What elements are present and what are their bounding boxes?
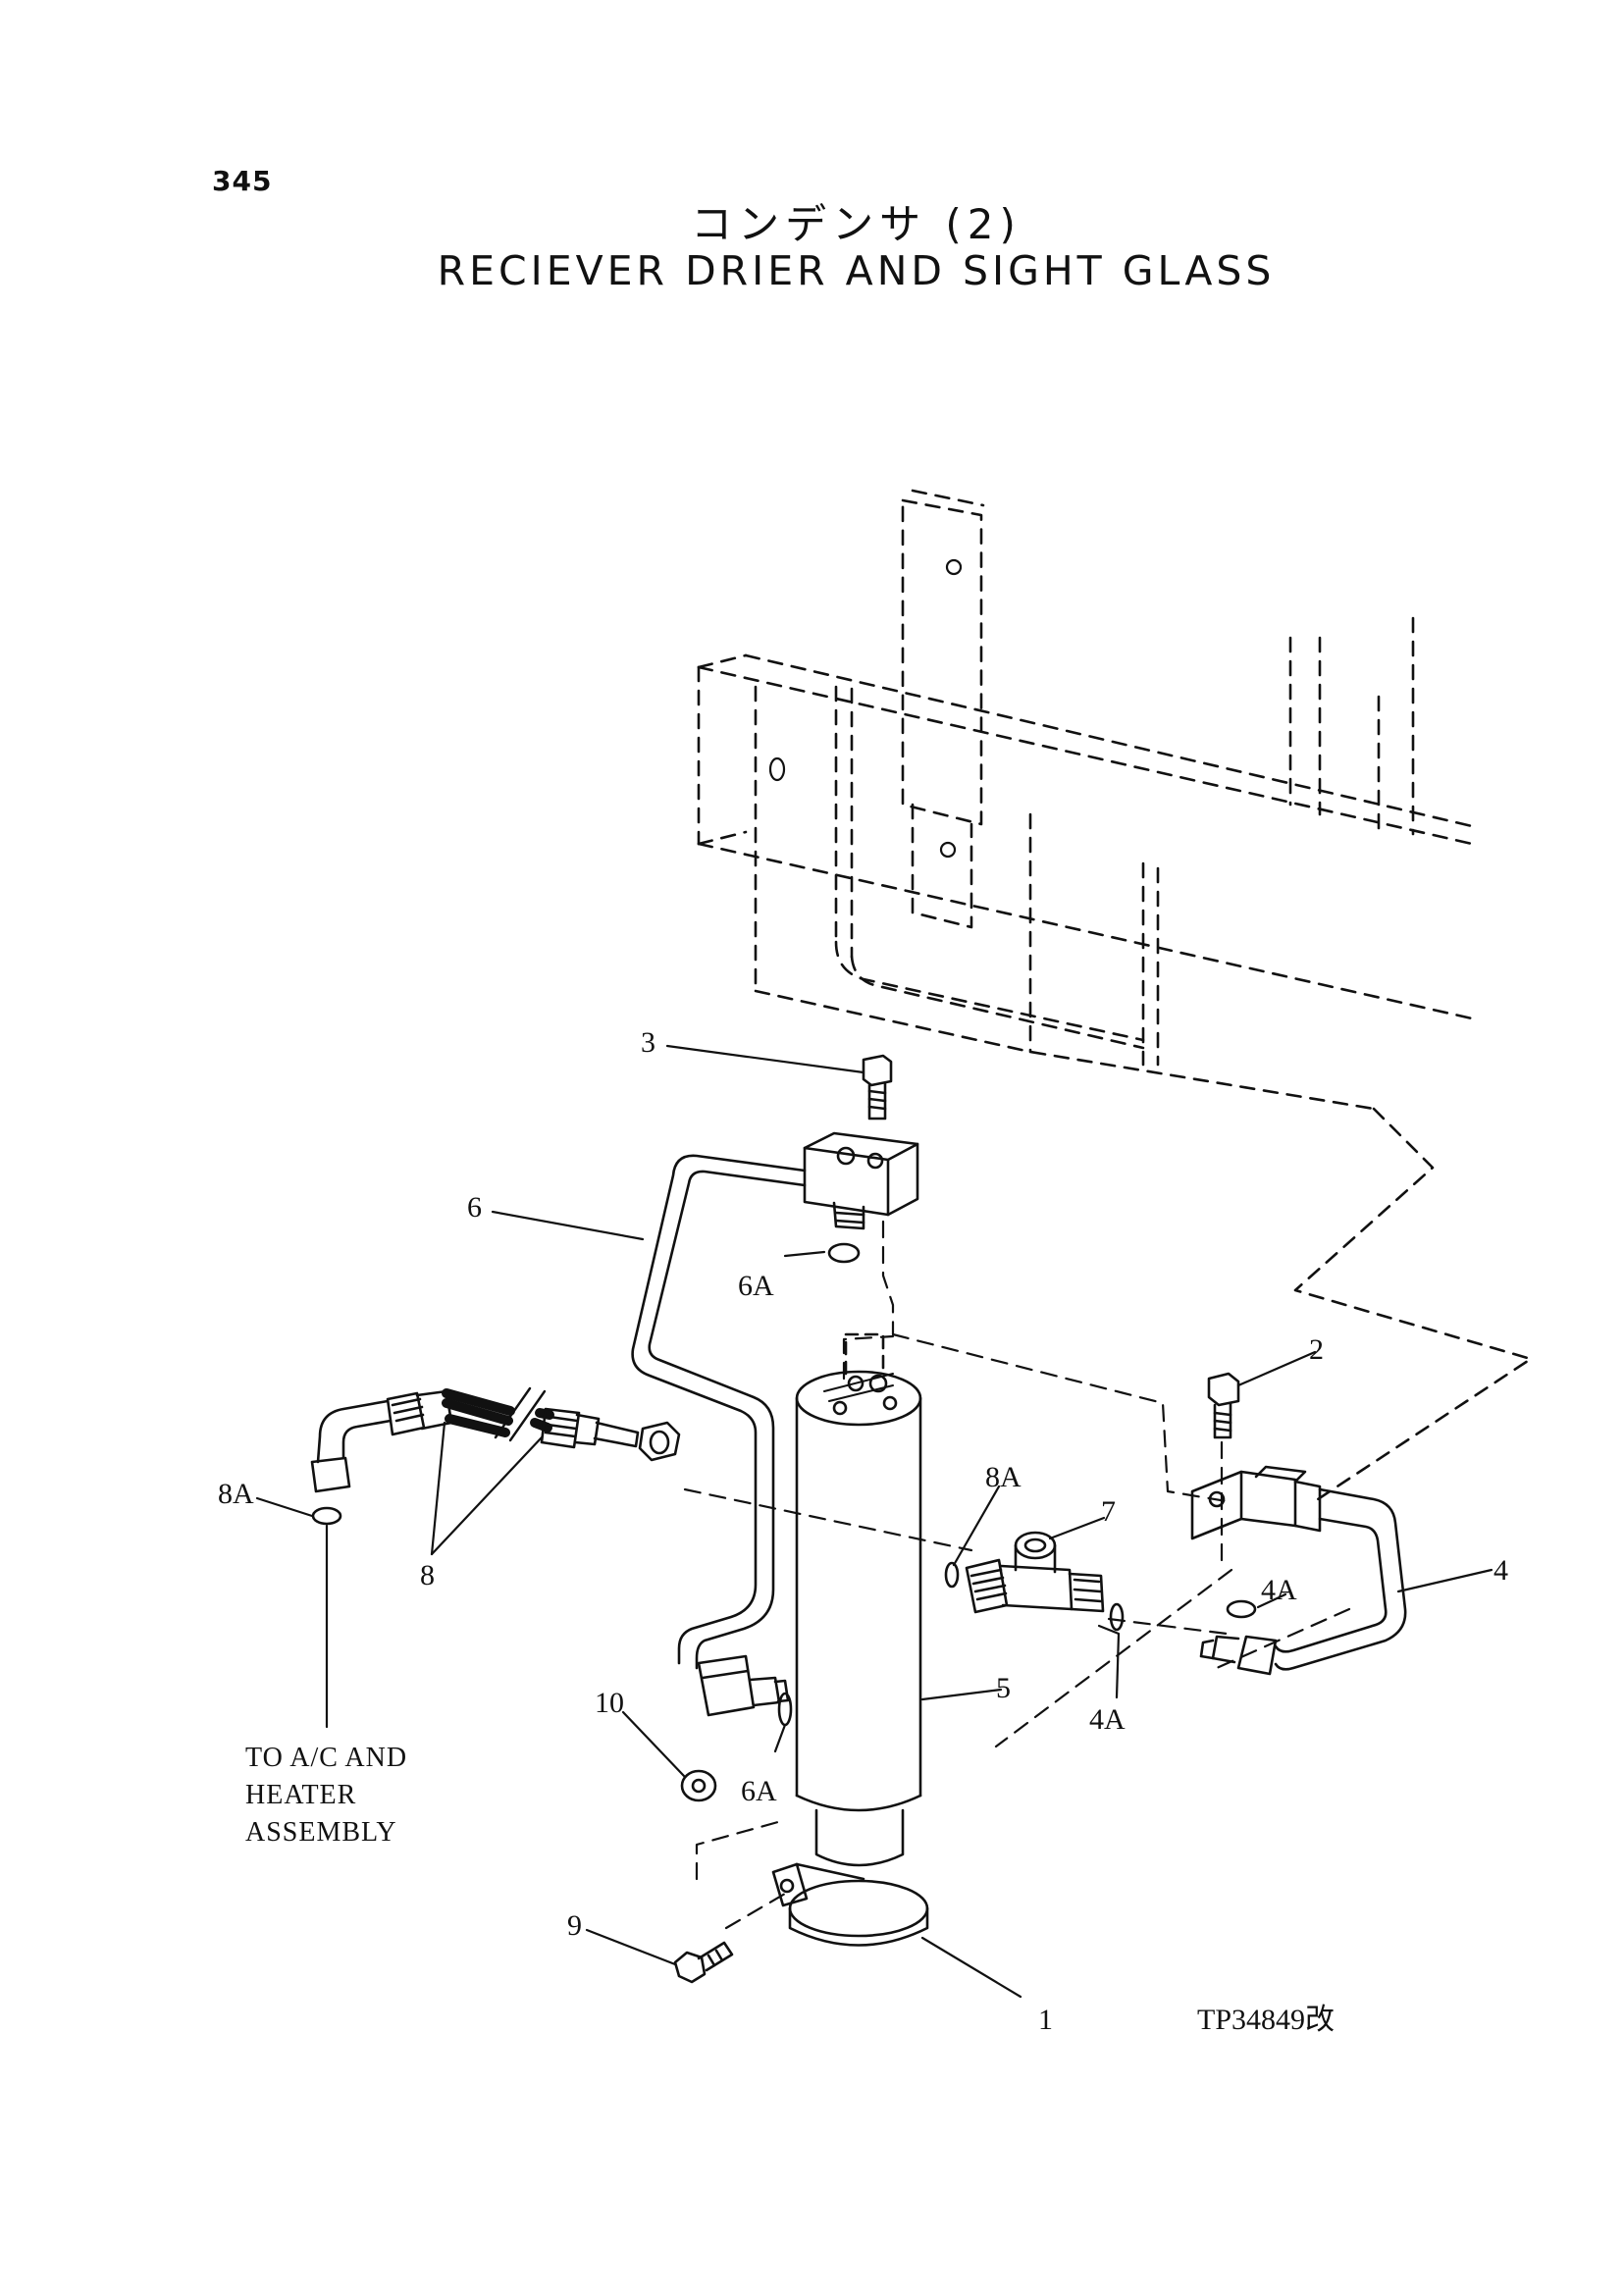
callout-5: 5 [996, 1672, 1011, 1704]
callout-8a-mid: 8A [985, 1461, 1022, 1493]
bolt-2 [1207, 1372, 1240, 1439]
callout-8: 8 [420, 1559, 435, 1591]
callout-7: 7 [1101, 1495, 1116, 1528]
pipe-4 [1190, 1465, 1407, 1676]
callout-10: 10 [595, 1687, 624, 1719]
washer-10 [680, 1769, 717, 1802]
callout-leaders [255, 1044, 1493, 1999]
callout-4: 4 [1493, 1554, 1508, 1587]
callout-3: 3 [641, 1026, 655, 1059]
bolt-9 [673, 1941, 734, 1984]
hose-8 [310, 1386, 681, 1493]
sight-glass-7 [965, 1531, 1105, 1614]
note-line-2: HEATER [245, 1780, 356, 1810]
top-block-fitting [803, 1131, 919, 1230]
clamp-1 [771, 1862, 929, 1947]
receiver-drier-5 [795, 1332, 922, 1867]
callout-6a-bottom: 6A [741, 1775, 777, 1807]
o-ring-4a-top [1226, 1599, 1257, 1619]
o-ring-4a-bottom [1109, 1602, 1125, 1632]
bolt-3 [862, 1054, 893, 1121]
assembly-lines [683, 1220, 1351, 1930]
frame-holes [768, 558, 963, 859]
callout-4a-top: 4A [1261, 1574, 1297, 1606]
callout-9: 9 [567, 1909, 582, 1942]
drawing-id: TP34849改 [1197, 2004, 1335, 2036]
callout-6: 6 [467, 1191, 482, 1224]
pipe-6-lower-fitting [697, 1654, 790, 1717]
page-title-english: RECIEVER DRIER AND SIGHT GLASS [437, 247, 1276, 294]
callout-1: 1 [1038, 2004, 1053, 2036]
callout-4a-bottom: 4A [1089, 1703, 1126, 1736]
o-ring-8a-mid [944, 1561, 960, 1589]
note-line-3: ASSEMBLY [245, 1817, 397, 1848]
mounting-frame [697, 489, 1533, 1503]
callout-2: 2 [1309, 1333, 1324, 1366]
callout-6a-top: 6A [738, 1270, 774, 1302]
callout-8a-left: 8A [218, 1478, 254, 1510]
pipe-6 [631, 1154, 807, 1670]
page-title-japanese: コンデンサ (2) [691, 200, 1022, 248]
page-number: 345 [212, 165, 273, 197]
note-line-1: TO A/C AND [245, 1743, 407, 1773]
o-ring-6a-bottom [777, 1692, 793, 1727]
o-ring-8a-left [311, 1506, 342, 1526]
o-ring-6a-top [827, 1242, 861, 1264]
